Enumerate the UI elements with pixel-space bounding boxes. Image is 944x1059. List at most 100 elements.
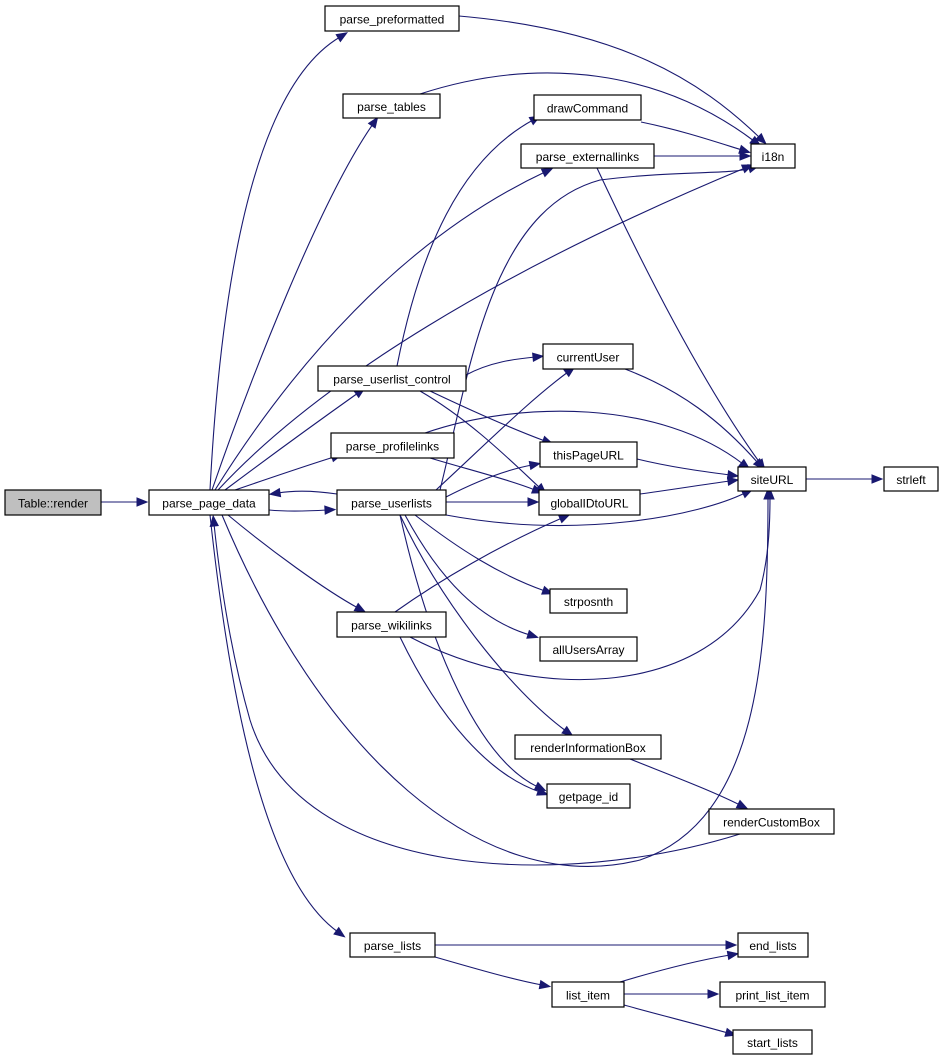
node-label: siteURL	[751, 473, 794, 487]
node-box	[148, 489, 270, 516]
node-renderInformationBox[interactable]: renderInformationBox	[514, 734, 662, 760]
arrow-head-icon	[367, 116, 379, 129]
edge-parse_wikilinks-to-getpage_id	[399, 636, 549, 796]
node-globalIDtoURL[interactable]: globalIDtoURL	[538, 489, 641, 516]
arrow-head-icon	[707, 989, 720, 999]
node-box	[737, 466, 807, 492]
node-label: parse_externallinks	[536, 150, 639, 164]
node-strposnth[interactable]: strposnth	[549, 588, 628, 614]
edge-line	[414, 514, 546, 592]
arrow-head-icon	[532, 352, 545, 362]
node-siteURL[interactable]: siteURL	[737, 466, 807, 492]
node-box	[520, 143, 655, 169]
node-label: start_lists	[747, 1036, 798, 1050]
node-label: strposnth	[564, 595, 613, 609]
node-label: print_list_item	[735, 989, 809, 1003]
arrow-head-icon	[871, 474, 884, 484]
edge-line	[623, 1004, 729, 1034]
node-label: currentUser	[557, 351, 620, 365]
edge-line	[268, 509, 328, 512]
edge-line	[404, 514, 531, 636]
edge-list_item-to-print_list_item	[624, 989, 720, 999]
edge-currentUser-to-siteURL	[624, 368, 765, 470]
node-box	[551, 981, 625, 1008]
edge-thisPageURL-to-siteURL	[636, 458, 740, 480]
node-box	[549, 588, 628, 614]
edge-list_item-to-end_lists	[619, 950, 740, 983]
edge-parse_page_data-to-parse_externallinks	[214, 168, 554, 491]
node-start_lists[interactable]: start_lists	[732, 1029, 813, 1055]
node-box	[708, 808, 835, 835]
node-label: renderCustomBox	[723, 816, 820, 830]
node-box	[737, 932, 809, 958]
edge-line	[217, 167, 746, 491]
arrow-head-icon	[526, 629, 539, 639]
edge-line	[221, 496, 769, 867]
node-renderCustomBox[interactable]: renderCustomBox	[708, 808, 835, 835]
node-box	[330, 432, 455, 459]
node-box	[538, 489, 641, 516]
node-parse_userlists[interactable]: parse_userlists	[336, 489, 447, 516]
node-label: parse_page_data	[162, 497, 256, 511]
edge-line	[394, 517, 563, 613]
edge-parse_page_data-to-parse_userlists	[268, 505, 337, 515]
arrow-head-icon	[561, 725, 574, 737]
edge-line	[209, 514, 339, 933]
edge-line	[445, 492, 746, 526]
arrow-head-icon	[209, 514, 219, 527]
node-allUsersArray[interactable]: allUsersArray	[539, 636, 638, 662]
edge-line	[234, 456, 335, 491]
edge-siteURL-to-strleft	[806, 474, 884, 484]
node-thisPageURL[interactable]: thisPageURL	[539, 441, 638, 468]
node-parse_profilelinks[interactable]: parse_profilelinks	[330, 432, 455, 459]
node-parse_lists[interactable]: parse_lists	[349, 932, 436, 958]
node-parse_tables[interactable]: parse_tables	[342, 93, 441, 119]
edge-line	[227, 514, 359, 609]
edge-line	[399, 514, 567, 732]
node-label: end_lists	[749, 939, 796, 953]
node-parse_wikilinks[interactable]: parse_wikilinks	[336, 611, 447, 638]
edge-parse_externallinks-to-siteURL	[596, 167, 766, 471]
node-label: list_item	[566, 989, 610, 1003]
node-drawCommand[interactable]: drawCommand	[533, 94, 642, 121]
node-print_list_item[interactable]: print_list_item	[719, 981, 826, 1008]
edge-line	[434, 956, 543, 986]
node-label: renderInformationBox	[530, 741, 645, 755]
edge-line	[429, 457, 536, 491]
node-box	[719, 981, 826, 1008]
node-label: parse_userlist_control	[333, 373, 450, 387]
edge-line	[277, 490, 338, 495]
edge-drawCommand-to-i18n	[640, 121, 751, 154]
node-box	[539, 441, 638, 468]
edge-line	[224, 392, 359, 491]
node-parse_preformatted[interactable]: parse_preformatted	[324, 5, 460, 32]
edge-line	[624, 368, 759, 464]
edges-layer	[101, 15, 884, 1037]
arrow-head-icon	[765, 487, 775, 500]
node-box	[533, 94, 642, 121]
edge-line	[424, 410, 744, 465]
node-parse_page_data[interactable]: parse_page_data	[148, 489, 270, 516]
arrow-head-icon	[333, 926, 346, 938]
node-i18n[interactable]: i18n	[750, 143, 796, 169]
arrow-head-icon	[540, 168, 554, 178]
node-end_lists[interactable]: end_lists	[737, 932, 809, 958]
edge-line	[640, 121, 743, 151]
node-list_item[interactable]: list_item	[551, 981, 625, 1008]
arrow-head-icon	[136, 497, 149, 507]
node-label: drawCommand	[547, 102, 628, 116]
edge-parse_page_data-to-siteURL	[221, 487, 773, 867]
node-parse_externallinks[interactable]: parse_externallinks	[520, 143, 655, 169]
edge-parse_userlists-to-getpage_id	[399, 514, 547, 792]
node-parse_userlist_control[interactable]: parse_userlist_control	[317, 365, 467, 392]
arrow-head-icon	[726, 469, 740, 480]
arrow-head-icon	[754, 132, 767, 145]
node-table_render[interactable]: Table::render	[4, 489, 102, 516]
node-strleft[interactable]: strleft	[883, 466, 939, 492]
node-label: parse_userlists	[351, 497, 432, 511]
node-getpage_id[interactable]: getpage_id	[546, 783, 631, 809]
node-box	[514, 734, 662, 760]
edge-line	[419, 72, 755, 142]
node-currentUser[interactable]: currentUser	[542, 343, 634, 370]
